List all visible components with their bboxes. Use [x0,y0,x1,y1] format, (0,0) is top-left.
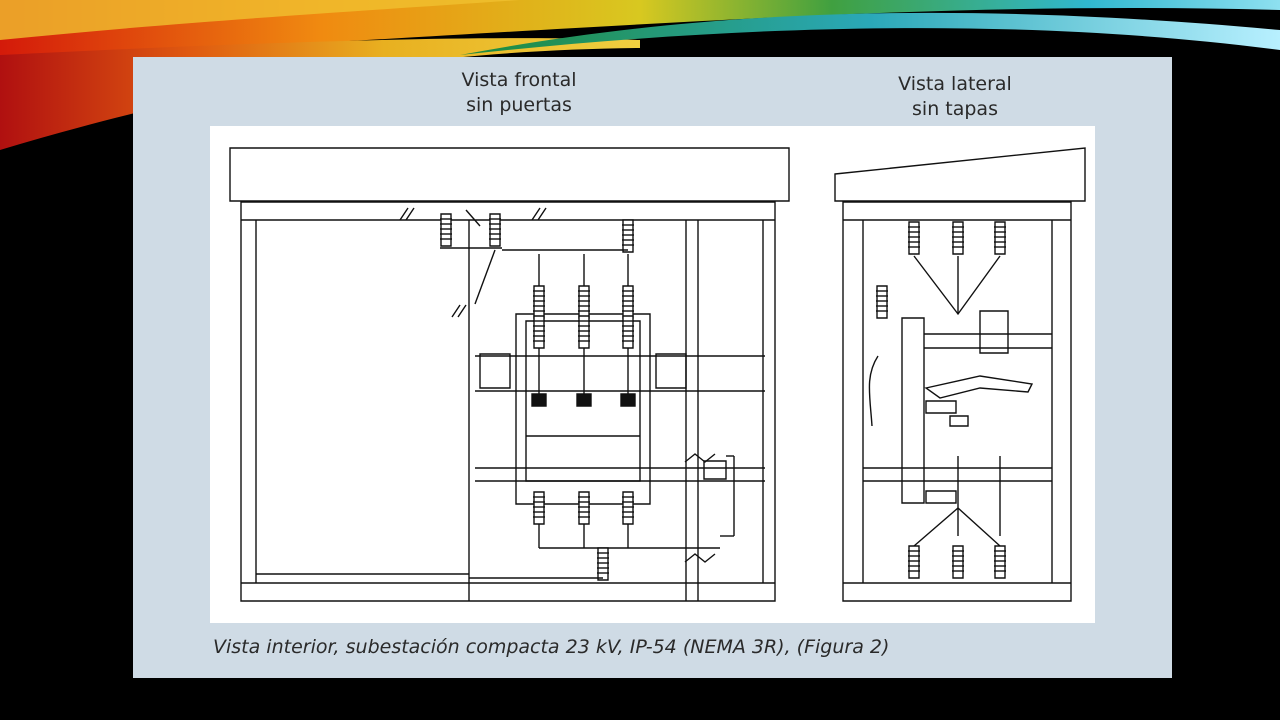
cable-break-icon [399,207,415,221]
insulator-icon [875,285,889,319]
insulator-icon [907,221,921,255]
top-disconnect [399,207,635,318]
insulator-icon [993,545,1007,579]
main-switch [475,285,765,548]
insulator-icon [532,285,546,319]
cable-break-icon [451,304,467,318]
side-view-drawing [835,148,1085,601]
insulator-icon [993,221,1007,255]
substation-diagram [210,126,1095,623]
side-view-label: Vista lateral sin tapas [898,73,1012,120]
insulator-icon [621,285,635,319]
insulator-icon [577,315,591,349]
insulator-icon [577,285,591,319]
insulator-icon [532,315,546,349]
insulator-icon [621,491,635,525]
front-view-label: Vista frontal sin puertas [461,69,577,116]
side-roof [835,148,1085,201]
insulator-icon [621,315,635,349]
insulator-icon [488,213,502,247]
insulator-icon [439,213,453,247]
insulator-icon [621,219,635,253]
cable-break-icon [531,207,547,221]
insulator-icon [532,491,546,525]
front-enclosure [241,202,775,601]
front-roof [230,148,789,201]
side-enclosure [843,202,1071,601]
insulator-icon [951,545,965,579]
insulator-icon [577,491,591,525]
figure-caption: Vista interior, subestación compacta 23 … [213,636,890,658]
insulator-icon [951,221,965,255]
insulator-icon [907,545,921,579]
front-view-drawing [230,148,789,601]
insulator-icon [596,547,610,581]
